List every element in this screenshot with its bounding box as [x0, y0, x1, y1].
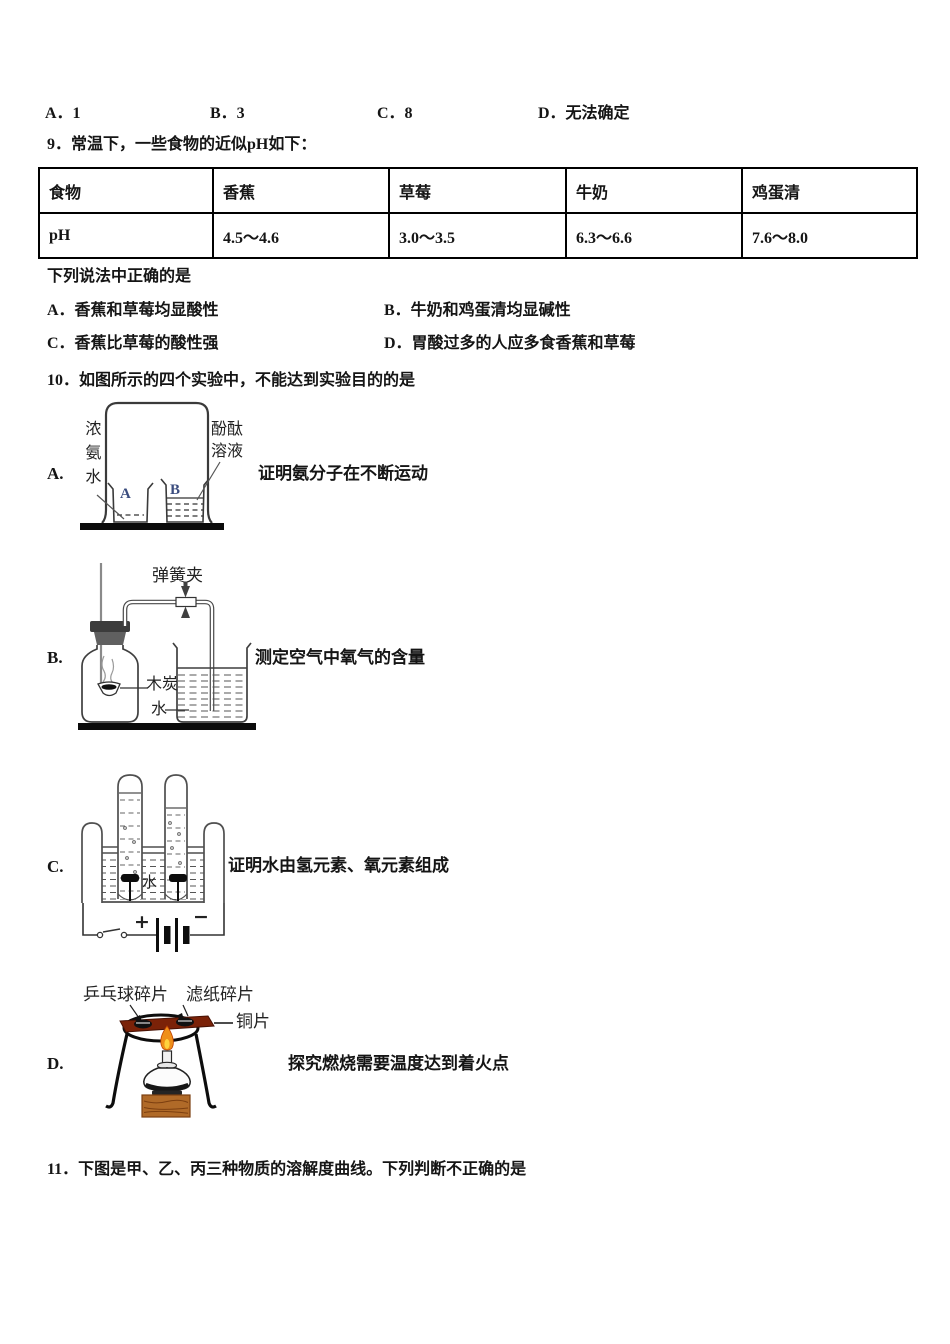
experiment-d-letter: D.: [47, 1054, 64, 1073]
q8-option-a: A．1: [45, 105, 81, 122]
col-banana: 香蕉: [212, 167, 390, 214]
experiment-b-letter: B.: [47, 648, 63, 667]
cell-strawberry-ph: 3.0～3.5: [388, 212, 567, 259]
ph-table: 食物 香蕉 草莓 牛奶 鸡蛋清 pH 4.5～4.6 3.0～3.5 6.3～6…: [38, 167, 918, 259]
delivery-tube-inner: [123, 600, 214, 711]
sample-pieces: [134, 1013, 194, 1029]
leader-filter: [182, 1004, 189, 1017]
col-strawberry: 草莓: [388, 167, 567, 214]
gas-bottle: [81, 645, 139, 723]
q9-option-a: A．香蕉和草莓均显酸性: [47, 302, 219, 319]
ph-table-header-row: 食物 香蕉 草莓 牛奶 鸡蛋清: [38, 167, 918, 214]
q9-stem: 9．常温下，一些食物的近似pH如下：: [47, 136, 317, 153]
smoke-wisp: [101, 655, 106, 683]
col-food: 食物: [38, 167, 214, 214]
cell-eggwhite-ph: 7.6～8.0: [741, 212, 918, 259]
wood-block: [141, 1094, 191, 1118]
experiment-c-diagram: [81, 774, 225, 952]
switch-blade: [102, 928, 121, 933]
q9-lead: 下列说法中正确的是: [47, 268, 192, 285]
experiment-d-diagram: [105, 1004, 233, 1118]
spring-clamp-label: 弹簧夹: [152, 566, 203, 585]
trough-water-dashes: [100, 859, 205, 900]
q9-option-d: D．胃酸过多的人应多食香蕉和草莓: [384, 335, 636, 352]
tripod-leg-right: [194, 1033, 217, 1109]
q8-option-d: D．无法确定: [538, 105, 630, 122]
experiment-d-caption: 探究燃烧需要温度达到着火点: [288, 1054, 509, 1073]
beaker-b-letter: B: [170, 482, 181, 498]
base-line: [80, 523, 224, 530]
q8-option-c: C．8: [377, 105, 413, 122]
test-tube-left: [117, 774, 143, 899]
ammonia-label: 浓氨水: [82, 420, 100, 492]
water-label-c: 水: [142, 875, 158, 891]
pingpong-label: 乒乓球碎片: [83, 985, 168, 1004]
col-milk: 牛奶: [565, 167, 743, 214]
experiment-b-diagram: [78, 563, 256, 730]
col-eggwhite: 鸡蛋清: [741, 167, 918, 214]
spring-clamp-top: [181, 586, 190, 598]
side-tube-right: [203, 822, 225, 903]
battery: [156, 918, 190, 952]
leader-pingpong: [129, 1004, 140, 1019]
stopper-cap: [90, 621, 130, 632]
water-label-b: 水: [151, 701, 168, 718]
experiment-c-letter: C.: [47, 857, 64, 876]
lamp-alcohol: [145, 1083, 189, 1091]
tube-left-bubbles: [123, 826, 137, 874]
stopper-body: [94, 632, 126, 645]
beaker-a: [107, 482, 154, 523]
wire-left: [82, 903, 97, 936]
spring-clamp-body: [175, 596, 197, 608]
cell-ph-label: pH: [38, 212, 214, 259]
experiment-a-letter: A.: [47, 464, 64, 483]
spring-clamp-bottom: [181, 606, 190, 618]
bell-jar: [101, 401, 213, 524]
beaker-a-letter: A: [120, 486, 131, 502]
test-tube-right: [164, 774, 188, 899]
charcoal-label: 木炭: [146, 676, 179, 693]
flame: [160, 1025, 174, 1051]
experiment-b-caption: 测定空气中氧气的含量: [255, 648, 425, 667]
smoke-wisp: [110, 658, 115, 684]
cell-banana-ph: 4.5～4.6: [212, 212, 390, 259]
experiment-c-caption: 证明水由氢元素、氧元素组成: [228, 856, 449, 875]
plus-sign: +: [134, 911, 150, 933]
wood-grain: [143, 1099, 189, 1114]
beaker: [172, 642, 252, 723]
leader-phenolphthalein: [196, 461, 221, 501]
ph-table-value-row: pH 4.5～4.6 3.0～3.5 6.3～6.6 7.6～8.0: [38, 212, 918, 259]
q11-stem: 11．下图是甲、乙、丙三种物质的溶解度曲线。下列判断不正确的是: [47, 1161, 527, 1178]
phenolphthalein-label: 酚酞溶液: [211, 421, 244, 460]
burning-charcoal: [101, 684, 117, 690]
tube-right-bubbles: [168, 821, 182, 865]
wire-right: [190, 903, 225, 936]
switch-terminal: [120, 931, 128, 939]
switch-terminal: [96, 931, 104, 939]
beaker-b: [160, 478, 210, 523]
base-line: [78, 723, 256, 730]
copper-label: 铜片: [236, 1012, 270, 1031]
side-tube-left: [81, 822, 103, 903]
flame-core: [164, 1039, 170, 1049]
q9-option-b: B．牛奶和鸡蛋清均显碱性: [384, 302, 571, 319]
leader-ammonia: [96, 494, 125, 520]
experiment-a-caption: 证明氨分子在不断运动: [258, 464, 428, 483]
filter-paper-label: 滤纸碎片: [186, 985, 254, 1004]
spring-clamp-knob: [183, 581, 188, 587]
tripod-leg-left: [105, 1033, 129, 1109]
cell-milk-ph: 6.3～6.6: [565, 212, 743, 259]
electrode-left: [121, 874, 139, 882]
tube-right-mouth: [164, 893, 188, 901]
q10-stem: 10．如图所示的四个实验中，不能达到实验目的的是: [47, 372, 416, 389]
electrode-right: [169, 874, 187, 882]
q8-option-b: B．3: [210, 105, 245, 122]
experiment-a-diagram: [80, 401, 224, 530]
lamp-base: [152, 1090, 182, 1095]
minus-sign: −: [193, 906, 209, 928]
q9-option-c: C．香蕉比草莓的酸性强: [47, 335, 219, 352]
